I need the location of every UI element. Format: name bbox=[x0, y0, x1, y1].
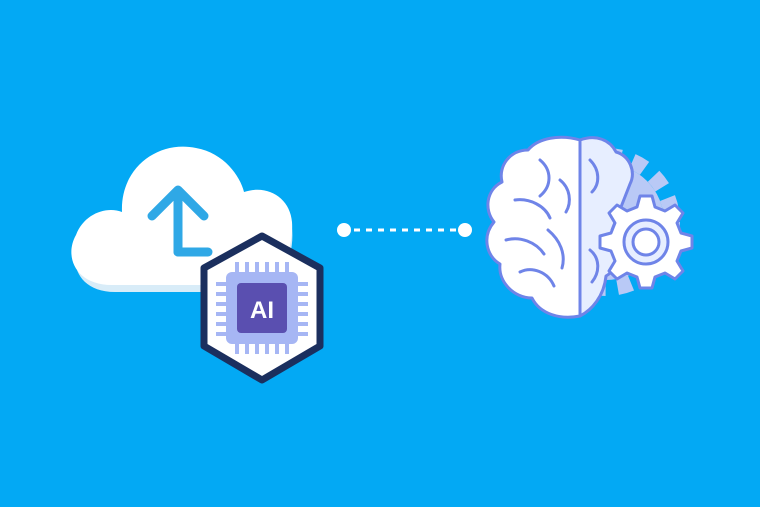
chip-label: AI bbox=[250, 297, 274, 324]
connector-start-dot bbox=[337, 223, 351, 237]
brain-left-hemisphere bbox=[485, 135, 582, 319]
chip-pins bbox=[216, 262, 308, 354]
brain-icon bbox=[485, 135, 694, 319]
connector-dots-icon bbox=[337, 223, 472, 237]
upload-arrow-icon bbox=[147, 185, 213, 257]
connector-end-dot bbox=[458, 223, 472, 237]
upload-arrow-head bbox=[147, 185, 209, 221]
gear-icon bbox=[598, 194, 694, 290]
ai-chip-icon: AI bbox=[200, 232, 324, 384]
brain-folds bbox=[504, 158, 600, 288]
chip-core bbox=[237, 283, 287, 333]
